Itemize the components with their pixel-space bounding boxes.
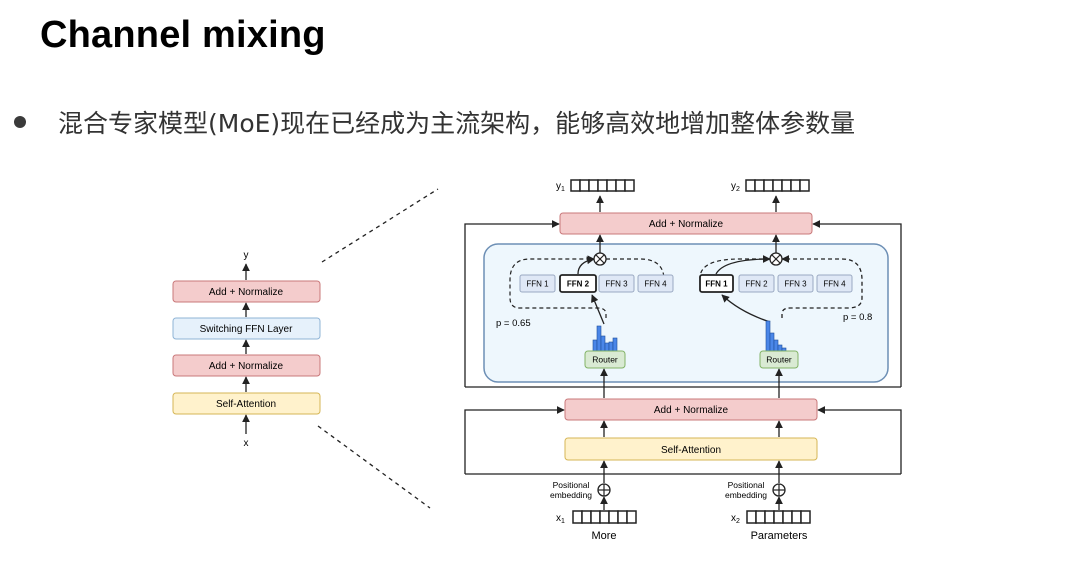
svg-text:x2: x2: [731, 513, 740, 525]
svg-text:FFN 1: FFN 1: [526, 280, 549, 289]
zoom-line-top: [321, 188, 439, 263]
input-x1: x1: [556, 510, 637, 525]
router-right: [759, 350, 799, 369]
svg-text:embedding: embedding: [725, 490, 767, 500]
bullet-item: 混合专家模型(MoE)现在已经成为主流架构，能够高效地增加整体参数量: [14, 104, 855, 140]
right-add-normalize-top-label: Add + Normalize: [649, 219, 724, 230]
output-y1: y1: [556, 179, 635, 193]
residual-path-upper-right: [812, 220, 902, 387]
multiply-icon-left: [593, 252, 607, 266]
expert-left-ffn2-selected: [559, 274, 597, 293]
left-add-normalize-top: [172, 280, 321, 303]
left-add-normalize-bottom-label: Add + Normalize: [209, 361, 284, 372]
residual-path-lower-right: [817, 406, 902, 474]
bullet-text: 混合专家模型(MoE)现在已经成为主流架构，能够高效地增加整体参数量: [58, 109, 856, 138]
left-switching-ffn: [172, 317, 321, 340]
positional-embedding-left: Positional embedding: [550, 480, 611, 500]
svg-text:y1: y1: [556, 181, 565, 193]
right-add-normalize-mid-label: Add + Normalize: [654, 405, 729, 416]
bullet-dot-icon: [14, 116, 26, 128]
moe-layer: [483, 243, 889, 383]
svg-text:y2: y2: [731, 181, 740, 193]
svg-text:FFN 3: FFN 3: [605, 280, 628, 289]
svg-text:FFN 4: FFN 4: [644, 280, 667, 289]
expert-right-ffn2: [738, 274, 775, 293]
expert-left-ffn1: [519, 274, 556, 293]
token-parameters: Parameters: [751, 530, 808, 542]
svg-text:FFN 3: FFN 3: [784, 280, 807, 289]
probability-right: p = 0.8: [843, 312, 872, 323]
positional-embedding-right: Positional embedding: [725, 480, 786, 500]
svg-text:Router: Router: [592, 355, 618, 365]
right-add-normalize-mid: [564, 398, 818, 421]
svg-text:FFN 1: FFN 1: [705, 280, 728, 289]
svg-text:Positional: Positional: [728, 480, 765, 490]
left-add-normalize-top-label: Add + Normalize: [209, 287, 284, 298]
svg-text:Router: Router: [766, 355, 792, 365]
right-self-attention: [564, 437, 818, 461]
left-self-attention: [172, 392, 321, 415]
probability-left: p = 0.65: [496, 318, 531, 329]
multiply-icon-right: [769, 252, 783, 266]
svg-text:embedding: embedding: [550, 490, 592, 500]
right-self-attention-label: Self-Attention: [661, 445, 721, 456]
left-output-label: y: [244, 250, 249, 261]
slide-title: Channel mixing: [40, 14, 326, 56]
residual-path-lower-left: [464, 406, 565, 474]
expert-right-ffn3: [777, 274, 814, 293]
expert-left-ffn4: [637, 274, 674, 293]
input-x2: x2: [731, 510, 811, 525]
right-add-normalize-top: [559, 212, 813, 235]
svg-text:Positional: Positional: [553, 480, 590, 490]
left-input-label: x: [244, 438, 249, 449]
svg-text:FFN 2: FFN 2: [567, 280, 590, 289]
svg-text:x1: x1: [556, 513, 565, 525]
svg-text:FFN 2: FFN 2: [745, 280, 768, 289]
router-left: [584, 350, 626, 369]
left-transformer-block: y Add + Normalize Switching FFN Layer Ad…: [172, 250, 321, 449]
left-self-attention-label: Self-Attention: [216, 399, 276, 410]
svg-text:FFN 4: FFN 4: [823, 280, 846, 289]
token-more: More: [591, 530, 616, 542]
left-switching-ffn-label: Switching FFN Layer: [200, 324, 293, 335]
output-y2: y2: [731, 179, 810, 193]
expert-left-ffn3: [598, 274, 635, 293]
residual-path-upper-left: [464, 220, 560, 387]
zoom-line-bottom: [317, 425, 431, 509]
expert-right-ffn4: [816, 274, 853, 293]
expert-right-ffn1-selected: [699, 274, 734, 293]
left-add-normalize-bottom: [172, 354, 321, 377]
